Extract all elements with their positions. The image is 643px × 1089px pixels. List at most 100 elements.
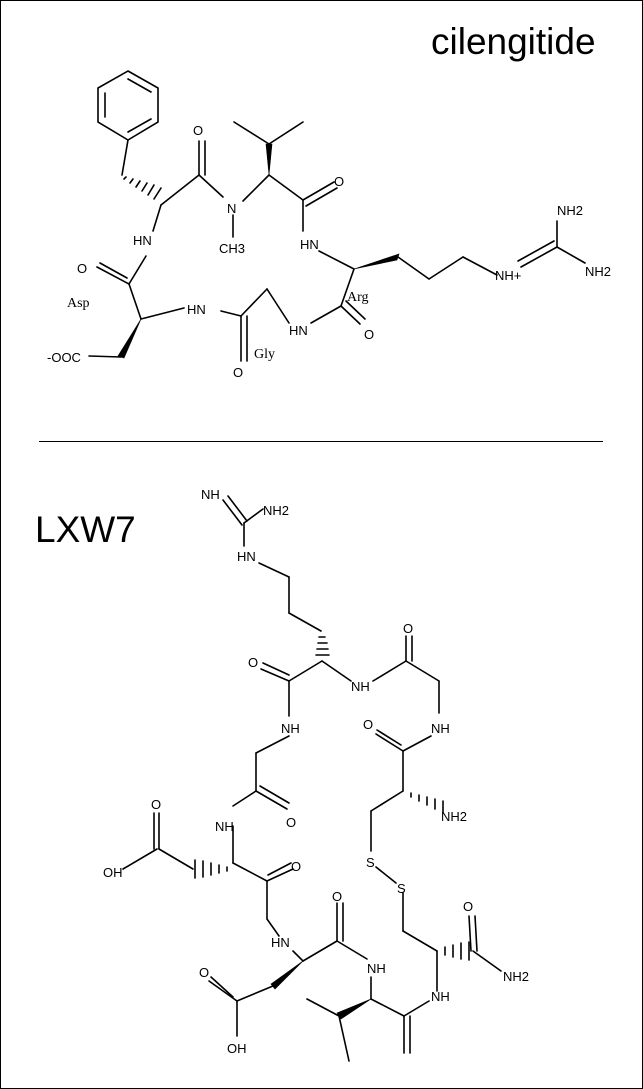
atom-label: O (286, 815, 296, 830)
bond (302, 940, 338, 962)
bond (318, 250, 355, 270)
atom-label: HN (300, 237, 319, 252)
bond (232, 790, 257, 807)
atom-label: O (77, 261, 87, 276)
bond (340, 305, 361, 325)
bond (99, 262, 128, 279)
bond (556, 246, 586, 264)
bond (210, 976, 234, 998)
atom-label: O (363, 717, 373, 732)
bond (288, 660, 323, 682)
bond (122, 848, 158, 870)
bond (306, 998, 340, 1017)
atom-label: O (193, 123, 203, 138)
bond (310, 305, 342, 324)
bond (147, 184, 155, 196)
bond (338, 1015, 350, 1062)
bond (375, 866, 397, 884)
bond (127, 118, 152, 133)
atom-label: NH (215, 819, 234, 834)
bond (428, 256, 464, 280)
atom-label: NH (431, 721, 450, 736)
bond (233, 121, 270, 145)
bond (266, 288, 290, 324)
bond (88, 355, 122, 358)
bond (129, 178, 134, 184)
atom-label: O (151, 797, 161, 812)
bond (468, 915, 472, 952)
atom-label: HN (187, 302, 206, 317)
bond (260, 668, 290, 682)
bond (208, 980, 238, 1002)
hashed-wedge (194, 859, 228, 879)
atom-label: HN (133, 233, 152, 248)
atom-label: O (403, 621, 413, 636)
bond (255, 735, 290, 754)
hashed-wedge (410, 792, 444, 814)
bond (232, 862, 268, 882)
atom-label: O (199, 965, 209, 980)
atom-label: O (332, 889, 342, 904)
bond (255, 790, 288, 810)
bond (336, 940, 368, 960)
bond (292, 950, 304, 962)
bond (305, 187, 338, 207)
bond (160, 174, 200, 206)
bond (236, 985, 274, 1002)
atom-label: NH2 (263, 503, 289, 518)
bond (288, 612, 322, 632)
molecule-title-lxw7: LXW7 (35, 509, 136, 550)
bond (128, 283, 142, 320)
atom-label: NH (367, 961, 386, 976)
atom-label: O (233, 365, 243, 380)
bond (302, 181, 335, 201)
bond (405, 660, 440, 682)
atom-label: OH (103, 865, 123, 880)
atom-label: HN (289, 323, 308, 338)
bond (153, 187, 162, 200)
atom-label: NH (351, 679, 370, 694)
bond (370, 998, 405, 1017)
bond (520, 246, 558, 268)
atom-label: NH (281, 721, 300, 736)
bond (321, 660, 352, 682)
bond (266, 868, 294, 882)
bond (268, 121, 304, 145)
bond (402, 735, 432, 752)
atom-label: OH (227, 1041, 247, 1056)
bond (135, 180, 141, 188)
atom-label: NH2 (585, 264, 611, 279)
atom-label: NH+ (495, 268, 521, 283)
bond (402, 930, 438, 952)
hashed-wedge (123, 176, 162, 200)
molecule-title-cilengitide: cilengitide (431, 21, 596, 62)
atom-label: N (227, 201, 236, 216)
bond (158, 848, 194, 870)
atom-label: O (463, 899, 473, 914)
bond (123, 176, 127, 180)
bond (372, 660, 407, 682)
atom-label: NH2 (503, 969, 529, 984)
bond (267, 862, 292, 876)
atom-label: O (291, 859, 301, 874)
bond (242, 174, 270, 202)
atom-label: NH2 (441, 809, 467, 824)
atom-label: -OOC (47, 350, 81, 365)
bond (462, 256, 498, 276)
atom-label: HN (271, 935, 290, 950)
atom-label: NH2 (557, 203, 583, 218)
bond (240, 288, 268, 317)
bond (121, 139, 129, 176)
residue-label: Arg (347, 290, 369, 305)
bond (370, 790, 404, 812)
bond (152, 204, 162, 232)
bond (403, 1000, 430, 1017)
bond (397, 256, 430, 280)
bond (517, 240, 555, 262)
atom-label: CH3 (219, 241, 245, 256)
wedge-bond (270, 960, 304, 990)
residue-label: Gly (254, 347, 275, 362)
bond (262, 662, 290, 676)
bond (266, 918, 280, 937)
